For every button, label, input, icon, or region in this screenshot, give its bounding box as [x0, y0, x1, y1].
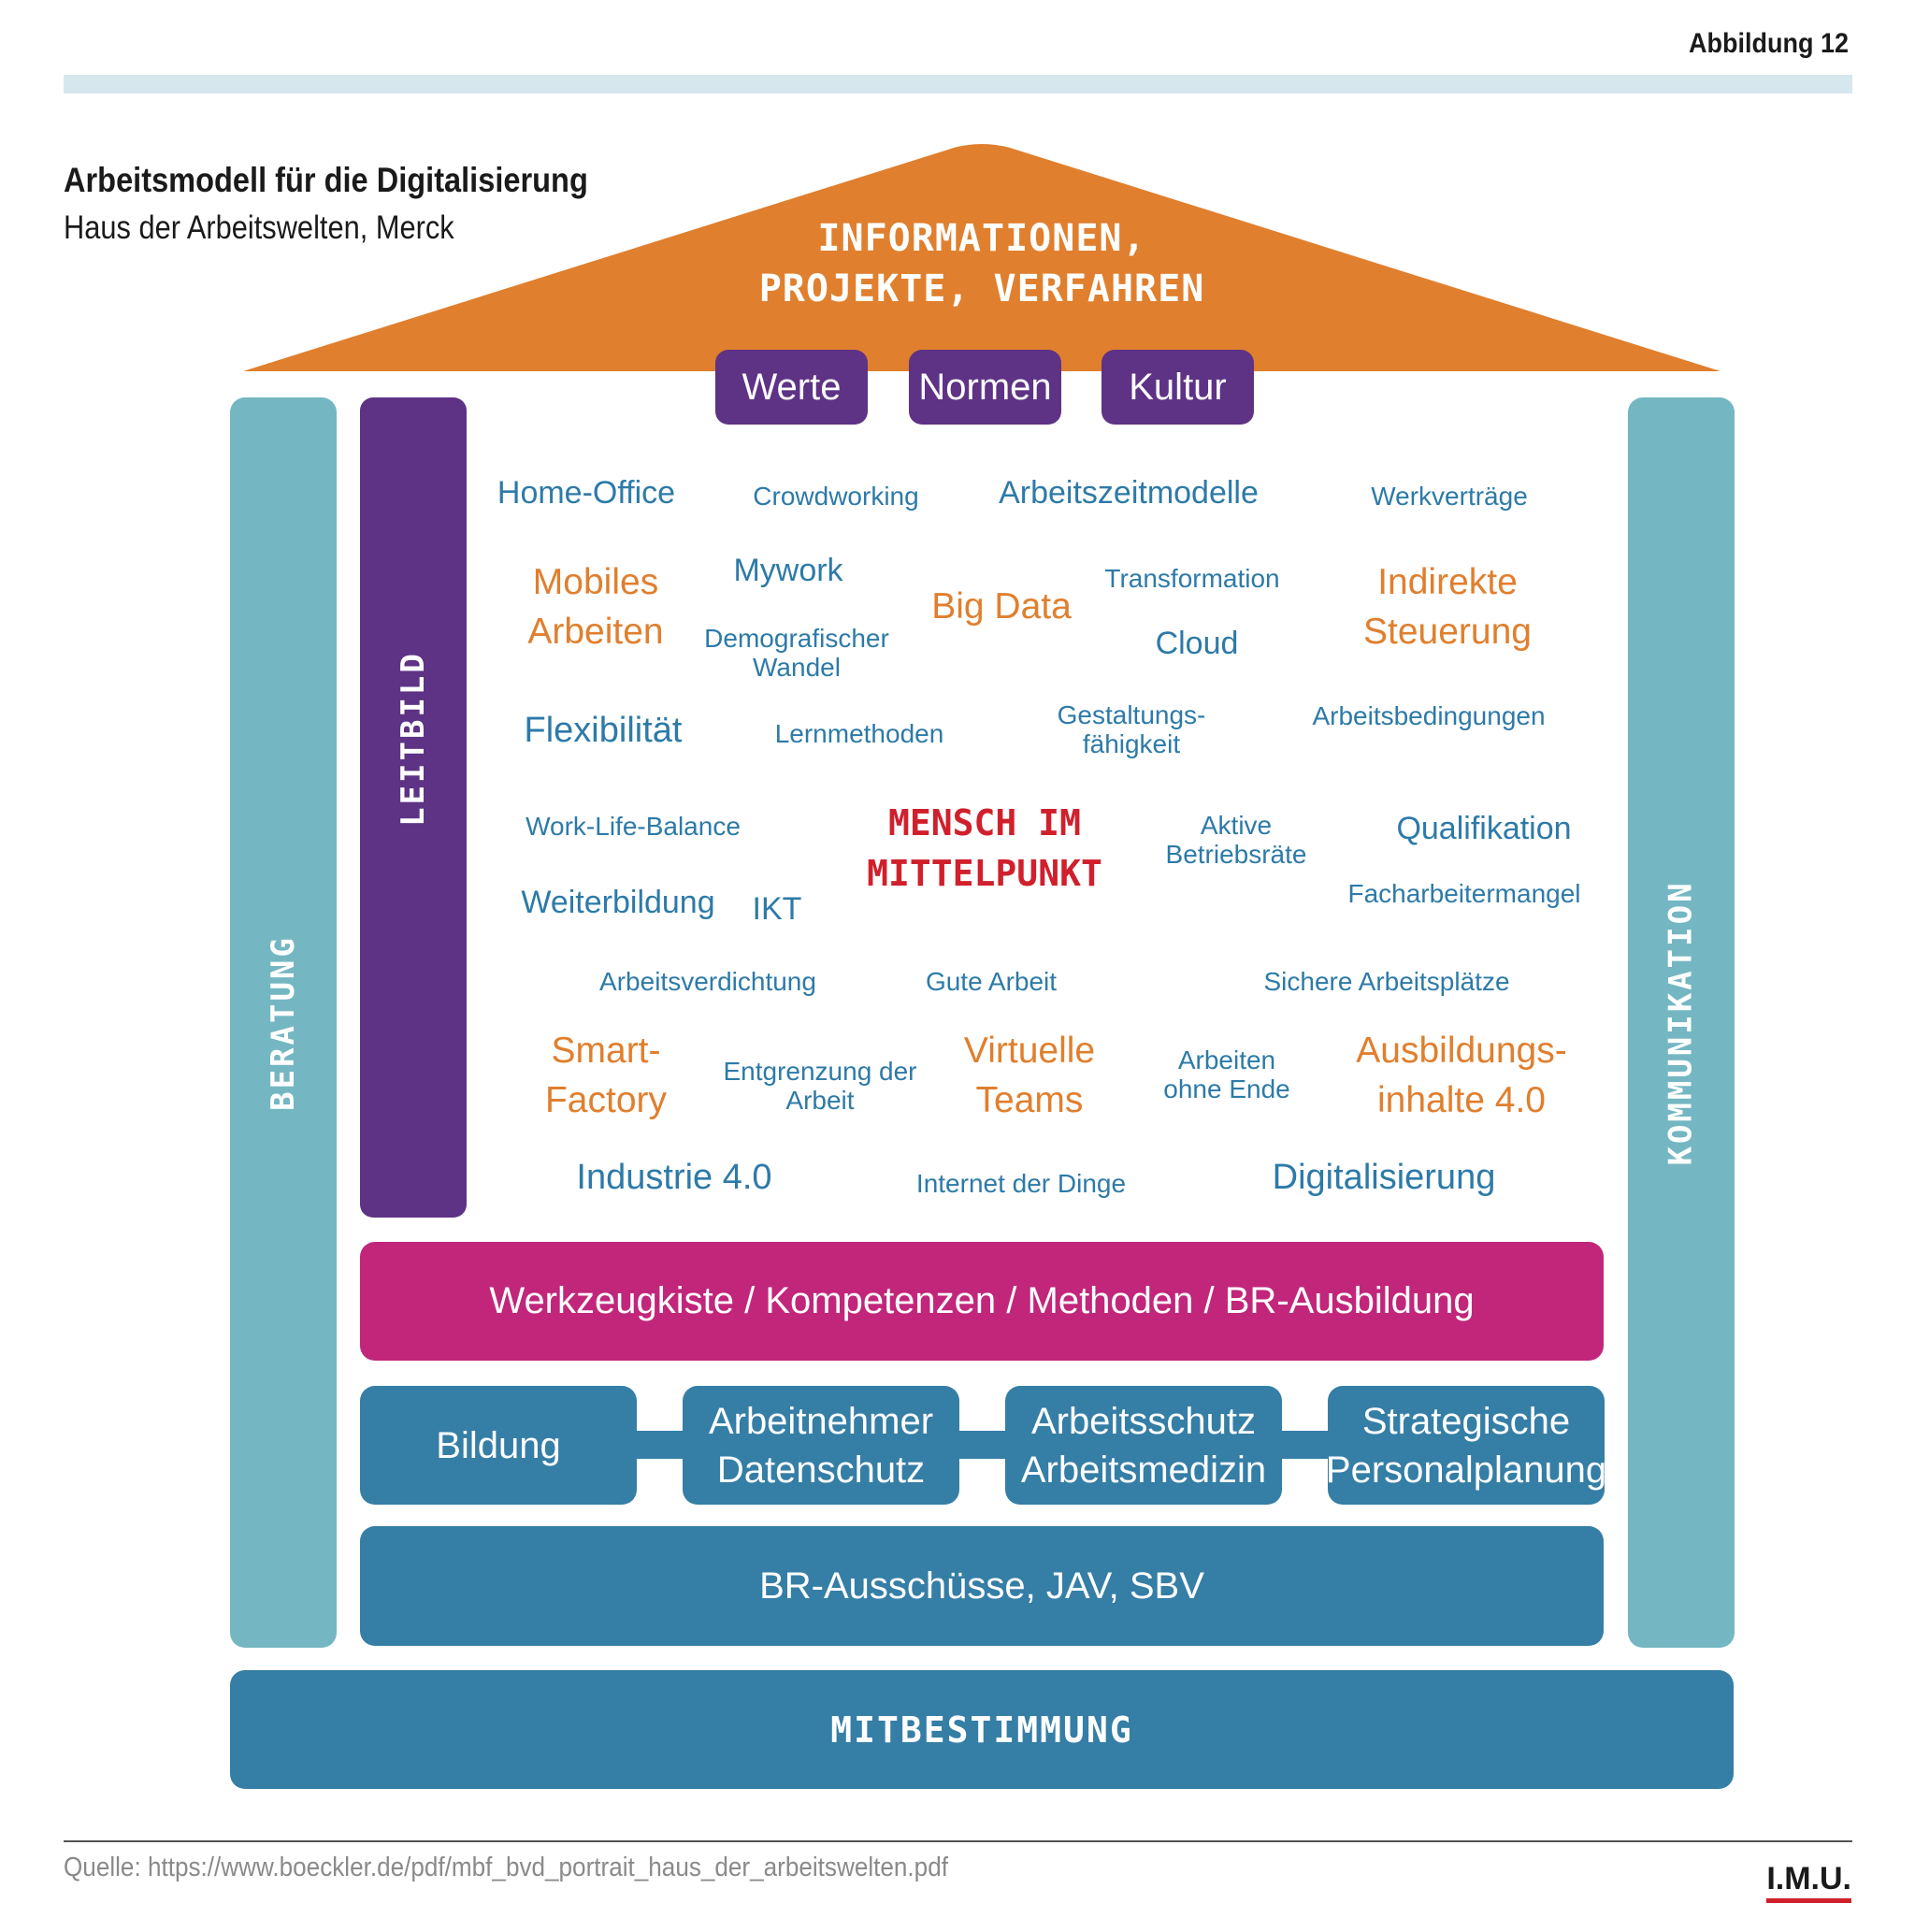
- roof-label: INFORMATIONEN, PROJEKTE, VERFAHREN: [655, 213, 1309, 314]
- toolbox-bar: Werkzeugkiste / Kompetenzen / Methoden /…: [360, 1242, 1604, 1361]
- center-line-2: MITTELPUNKT: [867, 853, 1102, 894]
- source-text: Quelle: https://www.boeckler.de/pdf/mbf_…: [64, 1853, 948, 1882]
- word-crowdworking: Crowdworking: [753, 482, 919, 511]
- word-digitalisierung: Digitalisierung: [1272, 1158, 1496, 1197]
- word-gestaltungsfaehigkeit: Gestaltungs-fähigkeit: [1057, 700, 1206, 759]
- word-weiterbildung: Weiterbildung: [521, 885, 715, 920]
- pill-kultur: Kultur: [1101, 350, 1254, 425]
- word-transformation: Transformation: [1104, 564, 1280, 593]
- word-ausbildungsinhalte: Ausbildungs-inhalte 4.0: [1356, 1031, 1567, 1121]
- word-qualifikation: Qualifikation: [1396, 811, 1572, 846]
- committees-bar: BR-Ausschüsse, JAV, SBV: [360, 1526, 1604, 1646]
- word-flexibilitaet: Flexibilität: [524, 711, 683, 750]
- center-label: MENSCH IM MITTELPUNKT: [867, 798, 1102, 899]
- word-mywork: Mywork: [733, 553, 843, 588]
- roof-line-2: PROJEKTE, VERFAHREN: [758, 267, 1205, 310]
- box-bildung: Bildung: [360, 1386, 637, 1505]
- diagram-title: Arbeitsmodell für die Digitalisierung: [64, 161, 588, 199]
- pillar-leitbild-label: LEITBILD: [395, 651, 433, 827]
- center-line-1: MENSCH IM: [888, 802, 1081, 843]
- word-work-life-balance: Work-Life-Balance: [526, 812, 741, 841]
- word-arbeitsbedingungen: Arbeitsbedingungen: [1312, 701, 1546, 730]
- toolbox-bar-label: Werkzeugkiste / Kompetenzen / Methoden /…: [489, 1280, 1475, 1321]
- word-smart-factory: Smart-Factory: [544, 1031, 668, 1121]
- word-arbeitsverdichtung: Arbeitsverdichtung: [599, 967, 816, 996]
- roof-shape: [243, 144, 1721, 371]
- imu-logo: I.M.U.: [1766, 1861, 1851, 1903]
- pillar-beratung: BERATUNG: [230, 397, 337, 1648]
- footer-divider: [64, 1840, 1852, 1842]
- header-divider: [64, 75, 1852, 94]
- word-cloud: Cloud: [1155, 626, 1239, 661]
- pillar-leitbild: LEITBILD: [360, 397, 467, 1218]
- word-facharbeitermangel: Facharbeitermangel: [1347, 879, 1581, 908]
- word-ikt: IKT: [752, 891, 802, 927]
- pillar-kommunikation: KOMMUNIKATION: [1628, 397, 1735, 1648]
- pillar-kommunikation-label: KOMMUNIKATION: [1663, 879, 1701, 1166]
- diagram-subtitle: Haus der Arbeitswelten, Merck: [64, 209, 454, 246]
- word-home-office: Home-Office: [497, 475, 676, 511]
- word-big-data: Big Data: [931, 586, 1072, 627]
- word-arbeitszeitmodelle: Arbeitszeitmodelle: [999, 475, 1259, 511]
- word-internet-der-dinge: Internet der Dinge: [915, 1169, 1127, 1198]
- pill-normen: Normen: [909, 350, 1061, 425]
- word-gute-arbeit: Gute Arbeit: [925, 967, 1058, 996]
- word-industrie-40: Industrie 4.0: [576, 1158, 772, 1197]
- word-lernmethoden: Lernmethoden: [774, 719, 944, 748]
- roof-line-1: INFORMATIONEN,: [817, 217, 1146, 260]
- foundation-label: MITBESTIMMUNG: [830, 1709, 1133, 1751]
- foundation-bar: MITBESTIMMUNG: [230, 1670, 1734, 1789]
- word-sichere-arbeitsplaetze: Sichere Arbeitsplätze: [1263, 967, 1510, 996]
- figure-label: Abbildung 12: [1689, 28, 1849, 59]
- pill-werte: Werte: [715, 350, 868, 425]
- pillar-beratung-label: BERATUNG: [265, 934, 303, 1111]
- committees-bar-label: BR-Ausschüsse, JAV, SBV: [759, 1564, 1204, 1607]
- word-werkvertraege: Werkverträge: [1371, 482, 1528, 511]
